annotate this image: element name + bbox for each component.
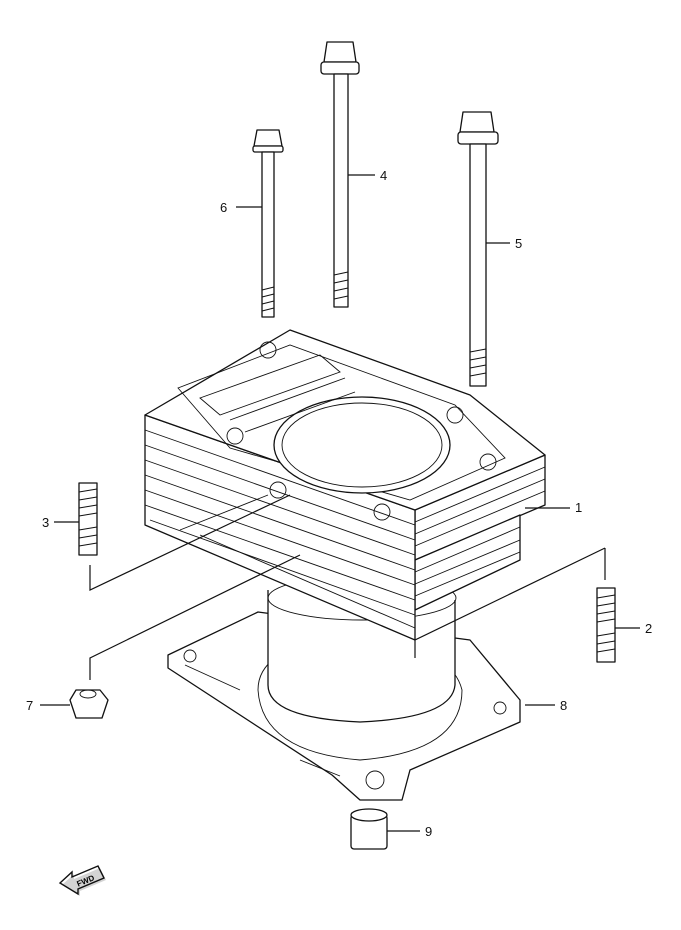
callout-labels: 1 2 3 4 5 6 7 8 9: [26, 168, 652, 839]
callout-2: 2: [645, 621, 652, 636]
fwd-arrow-badge: FWD: [58, 865, 106, 896]
callout-6: 6: [220, 200, 227, 215]
callout-4: 4: [380, 168, 387, 183]
dowel-pin: [350, 808, 388, 850]
flange-nut: [69, 689, 109, 719]
callout-1: 1: [575, 500, 582, 515]
callout-3: 3: [42, 515, 49, 530]
callout-9: 9: [425, 824, 432, 839]
bolt-long-right: [457, 111, 499, 387]
bolt-long-center: [320, 41, 360, 308]
stud-left: [78, 482, 98, 556]
leader-lines: [40, 174, 640, 832]
cylinder-body: [144, 329, 546, 641]
stud-right: [596, 587, 616, 663]
callout-5: 5: [515, 236, 522, 251]
bolt-short: [252, 129, 284, 318]
callout-7: 7: [26, 698, 33, 713]
callout-8: 8: [560, 698, 567, 713]
